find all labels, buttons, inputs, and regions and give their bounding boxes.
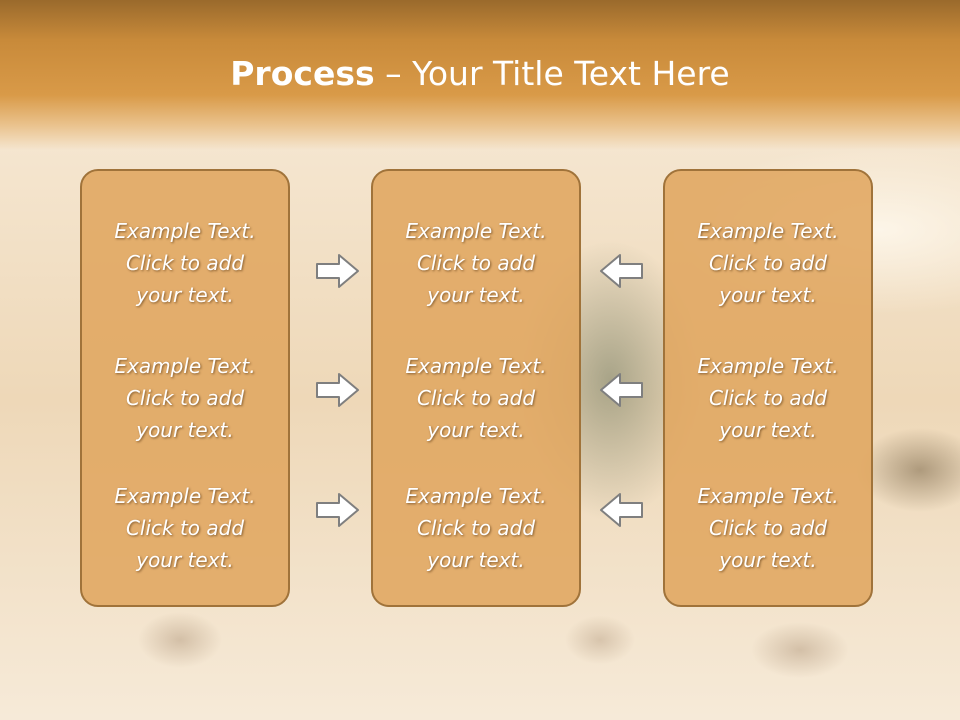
text-block[interactable]: Example Text. Click to add your text. [665, 480, 871, 576]
text-block[interactable]: Example Text. Click to add your text. [82, 480, 288, 576]
text-line: Click to add [416, 386, 536, 410]
text-line: your text. [136, 418, 234, 442]
text-block[interactable]: Example Text. Click to add your text. [82, 350, 288, 446]
title-rest: – Your Title Text Here [374, 54, 730, 93]
text-line: Click to add [125, 386, 245, 410]
arrow-right-icon [316, 254, 359, 288]
text-line: your text. [427, 548, 525, 572]
arrow-right-icon [316, 373, 359, 407]
text-line: your text. [136, 548, 234, 572]
text-line: your text. [719, 548, 817, 572]
text-line: your text. [136, 283, 234, 307]
text-block[interactable]: Example Text. Click to add your text. [665, 215, 871, 311]
process-box-middle[interactable]: Example Text. Click to add your text. Ex… [371, 169, 581, 607]
process-box-left[interactable]: Example Text. Click to add your text. Ex… [80, 169, 290, 607]
text-line: Example Text. [697, 484, 839, 508]
text-line: Click to add [416, 516, 536, 540]
text-line: your text. [719, 418, 817, 442]
text-line: Example Text. [405, 354, 547, 378]
text-block[interactable]: Example Text. Click to add your text. [373, 215, 579, 311]
text-line: Click to add [708, 516, 828, 540]
slide-title[interactable]: Process – Your Title Text Here [0, 52, 960, 96]
title-bar [0, 0, 960, 150]
text-line: Click to add [708, 251, 828, 275]
text-block[interactable]: Example Text. Click to add your text. [373, 480, 579, 576]
text-line: Click to add [125, 516, 245, 540]
text-line: Example Text. [114, 354, 256, 378]
title-bold: Process [230, 54, 375, 93]
text-line: your text. [719, 283, 817, 307]
text-line: Example Text. [697, 219, 839, 243]
text-line: Example Text. [114, 484, 256, 508]
text-block[interactable]: Example Text. Click to add your text. [665, 350, 871, 446]
process-box-right[interactable]: Example Text. Click to add your text. Ex… [663, 169, 873, 607]
text-block[interactable]: Example Text. Click to add your text. [373, 350, 579, 446]
text-line: Example Text. [405, 484, 547, 508]
arrow-left-icon [600, 493, 643, 527]
text-line: your text. [427, 418, 525, 442]
arrow-right-icon [316, 493, 359, 527]
text-line: Example Text. [405, 219, 547, 243]
arrow-left-icon [600, 373, 643, 407]
text-line: Click to add [708, 386, 828, 410]
text-line: Click to add [416, 251, 536, 275]
text-line: your text. [427, 283, 525, 307]
arrow-left-icon [600, 254, 643, 288]
text-line: Example Text. [114, 219, 256, 243]
text-line: Example Text. [697, 354, 839, 378]
text-line: Click to add [125, 251, 245, 275]
text-block[interactable]: Example Text. Click to add your text. [82, 215, 288, 311]
